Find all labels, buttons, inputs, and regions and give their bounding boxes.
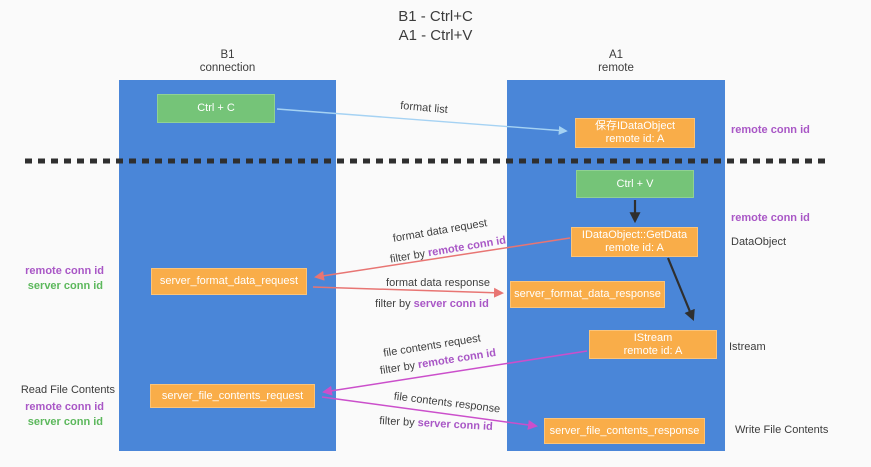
istream-node: IStream remote id: A bbox=[589, 330, 717, 359]
server-file-contents-response-label: server_file_contents_response bbox=[549, 424, 700, 437]
save-dataobject-line1: 保存IDataObject bbox=[594, 120, 676, 132]
server-format-data-request-label: server_format_data_request bbox=[159, 275, 299, 287]
getdata-line2: remote id: A bbox=[605, 242, 664, 254]
column-a1-role: remote bbox=[598, 62, 634, 74]
filter-by-text: filter by bbox=[375, 298, 411, 310]
ctrl-v-node: Ctrl + V bbox=[576, 170, 694, 198]
remote-conn-id-annotation-left-bottom: remote conn id bbox=[25, 401, 104, 413]
ctrl-c-label: Ctrl + C bbox=[197, 102, 235, 114]
remote-conn-id-annotation-mid-right: remote conn id bbox=[731, 212, 810, 224]
save-dataobject-line2: remote id: A bbox=[605, 133, 665, 145]
ctrl-c-node: Ctrl + C bbox=[157, 94, 275, 123]
getdata-line1: IDataObject::GetData bbox=[581, 229, 688, 241]
filter-by-text: filter by bbox=[379, 359, 417, 378]
server-format-data-request-node: server_format_data_request bbox=[151, 268, 307, 295]
save-dataobject-node: 保存IDataObject remote id: A bbox=[575, 118, 695, 148]
server-file-contents-response-node: server_file_contents_response bbox=[544, 418, 705, 444]
istream-line2: remote id: A bbox=[623, 344, 683, 357]
column-header-a1: A1 remote bbox=[507, 49, 725, 75]
getdata-node: IDataObject::GetData remote id: A bbox=[571, 227, 698, 257]
server-format-data-response-label: server_format_data_response bbox=[514, 288, 661, 300]
diagram-title: B1 - Ctrl+C A1 - Ctrl+V bbox=[0, 7, 871, 45]
write-file-contents-annotation: Write File Contents bbox=[735, 424, 829, 436]
istream-annotation: Istream bbox=[729, 341, 766, 353]
server-file-contents-request-label: server_file_contents_request bbox=[161, 389, 304, 402]
server-conn-id-text: server conn id bbox=[417, 417, 494, 433]
column-b1-name: B1 bbox=[220, 49, 235, 61]
title-line-1: B1 - Ctrl+C bbox=[398, 8, 473, 25]
read-file-contents-annotation: Read File Contents bbox=[20, 384, 115, 396]
remote-conn-id-text: remote conn id bbox=[427, 234, 507, 260]
ctrl-v-label: Ctrl + V bbox=[616, 177, 654, 190]
remote-conn-id-annotation-top-right: remote conn id bbox=[731, 124, 810, 136]
server-conn-id-annotation-left-top: server conn id bbox=[27, 280, 103, 292]
server-file-contents-request-node: server_file_contents_request bbox=[150, 384, 315, 408]
server-conn-id-text: server conn id bbox=[413, 298, 489, 310]
filter-by-text: filter by bbox=[389, 247, 427, 266]
format-list-label: format list bbox=[399, 99, 449, 117]
istream-line1: IStream bbox=[633, 331, 673, 344]
server-conn-id-annotation-left-bottom: server conn id bbox=[27, 416, 103, 428]
file-contents-response-label: file contents response bbox=[393, 390, 501, 416]
server-format-data-response-node: server_format_data_response bbox=[510, 281, 665, 308]
format-data-response-label: format data response bbox=[386, 277, 490, 289]
column-header-b1: B1 connection bbox=[119, 49, 336, 75]
column-a1-name: A1 bbox=[608, 49, 624, 61]
title-line-2: A1 - Ctrl+V bbox=[398, 27, 473, 44]
column-b1-role: connection bbox=[199, 62, 256, 74]
dataobject-annotation: DataObject bbox=[731, 236, 787, 248]
filter-by-text: filter by bbox=[378, 415, 415, 429]
remote-conn-id-annotation-left-top: remote conn id bbox=[25, 265, 104, 277]
